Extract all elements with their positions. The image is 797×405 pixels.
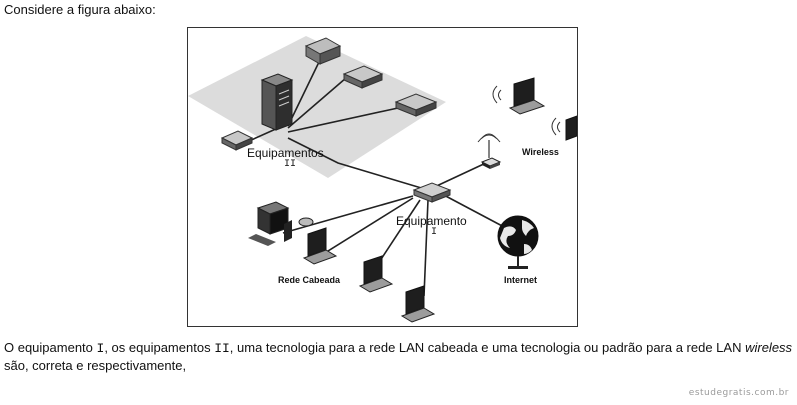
central-switch-icon bbox=[412, 182, 452, 203]
wired-laptop-icon-3 bbox=[400, 285, 436, 323]
network-diagram-figure: Equipamentos II Wireless Equipamento I R… bbox=[187, 27, 578, 327]
question-part-1: O equipamento bbox=[4, 340, 97, 355]
wired-laptop-icon-2 bbox=[358, 255, 394, 293]
intro-text: Considere a figura abaixo: bbox=[4, 2, 156, 17]
network-diagram-drawing bbox=[188, 36, 577, 323]
label-internet: Internet bbox=[504, 275, 538, 285]
desktop-computer-icon bbox=[248, 201, 314, 246]
server-lan-area bbox=[188, 36, 446, 178]
question-part-3: , uma tecnologia para a rede LAN cabeada… bbox=[229, 340, 746, 355]
watermark: estudegratis.com.br bbox=[688, 388, 789, 398]
server-switch-icon bbox=[304, 37, 342, 65]
label-rede-cabeada: Rede Cabeada bbox=[278, 275, 341, 285]
question-code-1: I bbox=[96, 341, 105, 356]
label-wireless: Wireless bbox=[522, 147, 559, 157]
label-equipamento-name: Equipamento bbox=[396, 214, 467, 228]
wireless-access-point-icon bbox=[477, 133, 502, 169]
question-part-2: , os equipamentos bbox=[104, 340, 215, 355]
internet-globe-icon bbox=[497, 215, 539, 269]
wireless-laptop-icon-1 bbox=[492, 77, 546, 115]
small-switch-icon bbox=[220, 130, 254, 151]
question-italic-wireless: wireless bbox=[745, 340, 793, 355]
label-equipamentos-name: Equipamentos bbox=[247, 146, 324, 160]
network-cables bbox=[237, 61, 507, 297]
label-equipamentos-code: II bbox=[284, 159, 297, 170]
wired-laptop-icon-1 bbox=[302, 227, 338, 265]
question-code-2: II bbox=[214, 341, 230, 356]
hub-icon-1 bbox=[342, 65, 384, 89]
hub-icon-2 bbox=[394, 93, 438, 117]
question-part-4: são, correta e respectivamente, bbox=[4, 358, 187, 373]
label-equipamento-code: I bbox=[431, 227, 438, 238]
question-text: O equipamento I, os equipamentos II, uma… bbox=[4, 339, 794, 374]
server-tower-icon bbox=[260, 73, 294, 131]
wireless-laptop-icon-2 bbox=[551, 115, 577, 141]
